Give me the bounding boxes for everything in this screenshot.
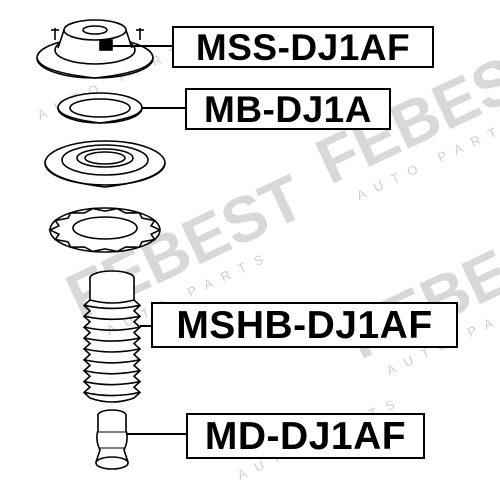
bellows-fold bbox=[84, 391, 140, 397]
spring-insulator-drawing bbox=[48, 207, 161, 253]
bellows-fold bbox=[84, 337, 140, 342]
spring-seat-drawing bbox=[44, 140, 166, 188]
bellows-fold bbox=[84, 304, 140, 310]
dust-boot-drawing bbox=[82, 270, 151, 403]
bearing-ring-drawing bbox=[57, 92, 185, 124]
part-label-strut-mount: MSS-DJ1AF bbox=[172, 26, 434, 68]
bellows-fold bbox=[84, 369, 140, 375]
bellows-outline bbox=[82, 299, 142, 403]
bellows-fold bbox=[84, 359, 140, 364]
bellows-fold bbox=[84, 326, 140, 332]
part-label-bearing: MB-DJ1A bbox=[185, 88, 391, 130]
part-label-bump-stop: MD-DJ1AF bbox=[186, 413, 425, 459]
bellows-fold bbox=[84, 315, 140, 321]
strut-mount-drawing bbox=[36, 19, 172, 79]
bellows-fold bbox=[84, 380, 140, 386]
bellows-fold bbox=[84, 348, 140, 353]
bump-stop-drawing bbox=[95, 409, 186, 470]
part-label-dust-boot: MSHB-DJ1AF bbox=[151, 302, 458, 348]
